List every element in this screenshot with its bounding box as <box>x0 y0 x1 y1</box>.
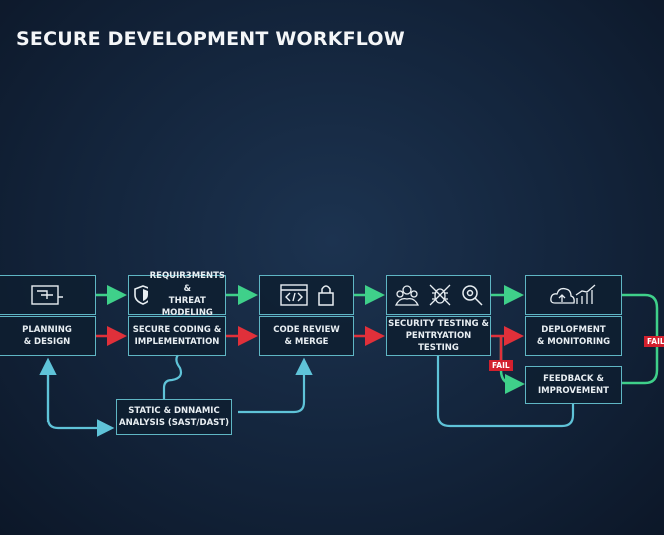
requirements-box[interactable]: REQUIR3MENTS &THREAT MODELING <box>128 271 226 318</box>
planning-line1: PLANNING <box>22 324 72 335</box>
lock-icon <box>317 285 334 306</box>
deployment-box[interactable]: DEPLOFMENT & MONITORING <box>525 316 622 356</box>
code-window-icon <box>279 284 308 306</box>
requirements-line2: THREAT MODELING <box>161 296 213 319</box>
fail-badge-deploy: FAIL <box>644 336 664 347</box>
testing-line2: PENTRYATION TESTING <box>405 330 472 354</box>
bug-crossed-icon <box>429 284 450 306</box>
deploy-line1: DEPLOFMENT <box>541 324 606 335</box>
cyan-arrows <box>39 354 575 437</box>
analysis-line2: ANALYSIS (SAST/DAST) <box>119 418 229 428</box>
feedback-box[interactable]: FEEDBACK & IMPROVEMENT <box>525 366 622 404</box>
planning-design-box[interactable]: PLANNING & DESIGN <box>0 316 96 356</box>
requirements-line1: REQUIR3MENTS & <box>149 271 225 294</box>
review-line2: & MERGE <box>284 337 329 347</box>
feedback-line1: FEEDBACK & <box>543 373 604 384</box>
deploy-line2: & MONITORING <box>536 337 611 347</box>
review-line1: CODE REVIEW <box>273 324 340 335</box>
blueprint-icon <box>31 285 63 305</box>
team-icon <box>394 285 419 306</box>
analysis-line1: STATIC & DNNAMIC <box>128 405 220 416</box>
planning-icon-box <box>0 275 96 315</box>
testing-icon-box <box>386 275 491 315</box>
cloud-chart-icon <box>549 284 595 304</box>
secure-coding-box[interactable]: SECURE CODING & IMPLEMENTATION <box>128 316 226 356</box>
fail-badge-testing: FAIL <box>489 360 513 371</box>
deploy-icon-box <box>525 275 622 315</box>
magnifier-icon <box>461 285 483 306</box>
coding-line1: SECURE CODING & <box>132 324 222 335</box>
review-icon-box <box>259 275 354 315</box>
security-testing-box[interactable]: SECURITY TESTING &PENTRYATION TESTING <box>386 316 491 356</box>
shield-icon <box>134 285 148 305</box>
static-dynamic-analysis-box[interactable]: STATIC & DNNAMIC ANALYSIS (SAST/DAST) <box>116 399 232 435</box>
testing-line1: SECURITY TESTING & <box>388 318 489 329</box>
code-review-box[interactable]: CODE REVIEW & MERGE <box>259 316 354 356</box>
feedback-line2: IMPROVEMENT <box>538 386 609 396</box>
coding-line2: IMPLEMENTATION <box>134 337 220 347</box>
page-title: SECURE DEVELOPMENT WORKFLOW <box>16 28 405 50</box>
planning-line2: & DESIGN <box>23 337 71 347</box>
red-arrows <box>96 326 524 360</box>
